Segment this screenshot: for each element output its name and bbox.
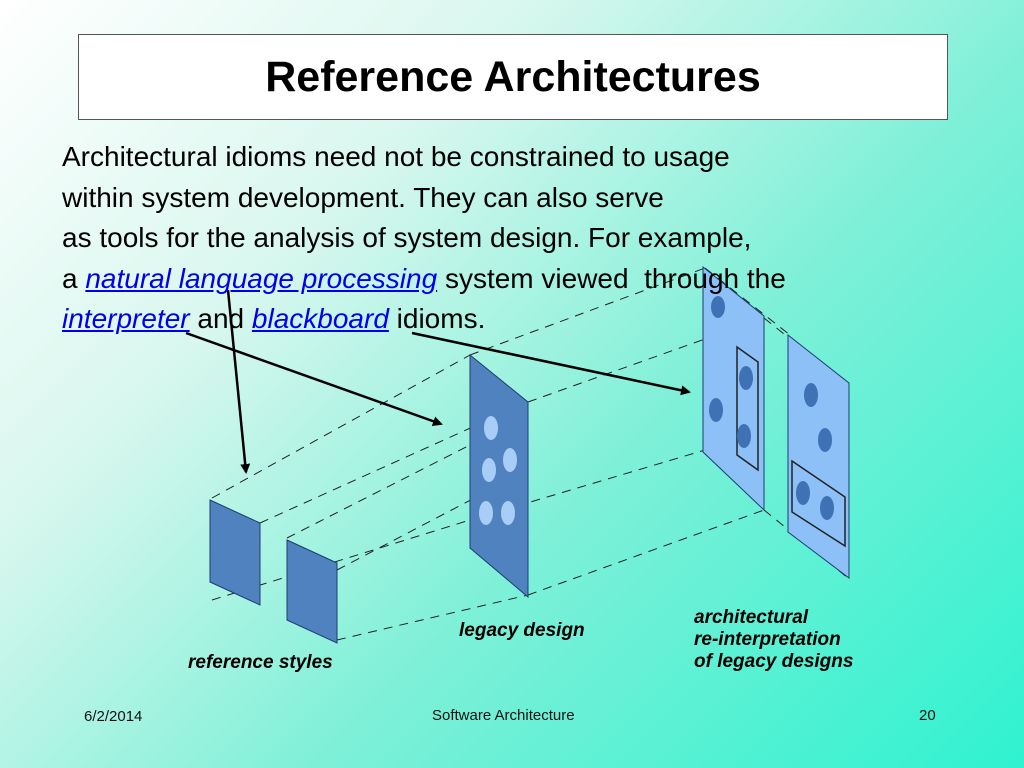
arrows <box>185 289 691 474</box>
reinterpretation-panel-1 <box>702 265 765 512</box>
footer-page-number: 20 <box>919 707 936 724</box>
body-line-5-mid: and <box>189 303 252 334</box>
body-line-2: within system development. They can also… <box>62 181 664 213</box>
reference-style-panel-1 <box>209 499 261 606</box>
body-line-3: as tools for the analysis of system desi… <box>62 222 752 253</box>
caption-arch-line-2: re-interpretation <box>694 629 841 650</box>
body-line-5: interpreter and blackboard idioms. <box>62 299 962 340</box>
blackboard-link[interactable]: blackboard <box>251 303 389 334</box>
arrow-to-reinterpretation <box>411 331 691 396</box>
nlp-link[interactable]: natural language processing <box>85 262 438 294</box>
caption-arch-line-3: of legacy designs <box>694 651 854 672</box>
caption-reference-styles: reference styles <box>188 652 333 673</box>
body-text: Architectural idioms need not be constra… <box>62 137 962 340</box>
arrow-to-reference-styles <box>226 289 251 474</box>
reinterpretation-panel-2-dots <box>796 383 834 520</box>
interpreter-link[interactable]: interpreter <box>62 303 190 334</box>
reinterpretation-panel-1-box <box>736 345 759 472</box>
body-line-4: a natural language processing system vie… <box>62 259 962 300</box>
slide-title: Reference Architectures <box>265 52 761 101</box>
arrow-to-legacy-design <box>185 331 443 427</box>
reference-style-panel-2 <box>286 539 338 644</box>
caption-arch-line-1: architectural <box>694 607 809 628</box>
reinterpretation-panel-2-box <box>791 459 846 548</box>
body-line-5-suffix: idioms. <box>388 303 486 334</box>
footer-course: Software Architecture <box>432 707 575 724</box>
body-line-4-prefix: a <box>62 262 86 294</box>
legacy-design-panel <box>469 353 529 599</box>
body-line-4-suffix: system viewed through the <box>437 262 786 294</box>
reinterpretation-panel-2 <box>787 333 850 580</box>
reinterpretation-panel-1-dots <box>709 296 753 448</box>
body-line-1: Architectural idioms need not be constra… <box>62 141 730 172</box>
caption-legacy-design: legacy design <box>459 620 585 641</box>
caption-architectural-reinterpretation: architectural re-interpretation of legac… <box>694 607 853 673</box>
title-box: Reference Architectures <box>78 34 948 120</box>
footer-date: 6/2/2014 <box>84 708 143 725</box>
legacy-design-dots <box>479 416 517 525</box>
